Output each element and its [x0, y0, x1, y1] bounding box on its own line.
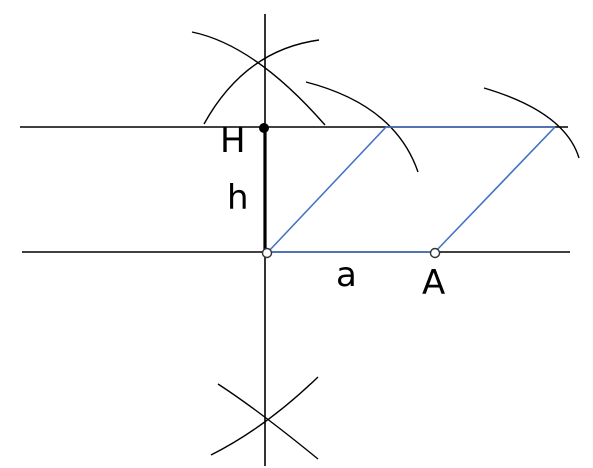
bottom-compass-arc-right [210, 376, 319, 456]
point-H-marker [259, 123, 269, 133]
top-compass-arc-left [191, 31, 326, 126]
upper-vertex-compass-arc [305, 81, 419, 173]
label-h: h [227, 178, 249, 218]
right-vertex-compass-arc [483, 87, 580, 159]
label-A: A [422, 263, 445, 303]
bottom-compass-arc-left [217, 383, 319, 460]
origin-point [261, 247, 273, 259]
label-H: H [220, 121, 246, 161]
point-A-marker [429, 247, 441, 259]
label-a: a [336, 255, 357, 295]
top-compass-arc-right [203, 39, 320, 125]
parallelogram-right-side [434, 126, 556, 253]
parallelogram-left-side [267, 126, 387, 253]
